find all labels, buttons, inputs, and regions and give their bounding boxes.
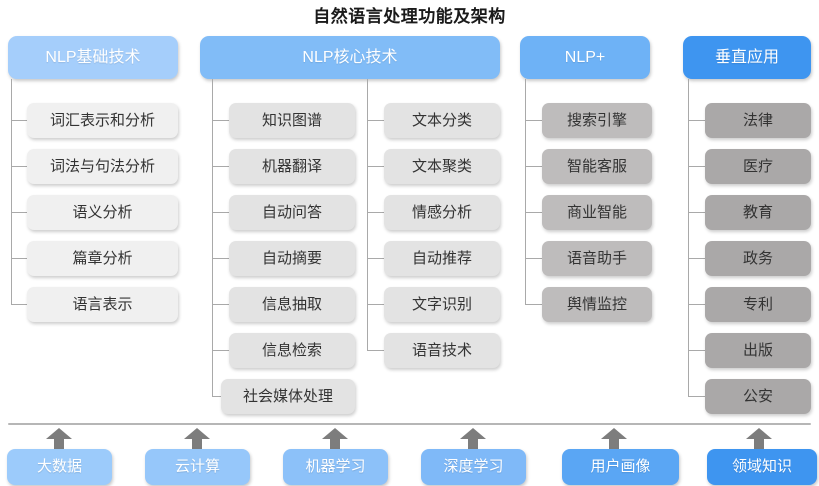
connector-stub	[367, 212, 384, 213]
connector-stub	[688, 258, 705, 259]
item-box[interactable]: 社会媒体处理	[221, 379, 355, 414]
item-box[interactable]: 文本分类	[384, 103, 500, 138]
item-box[interactable]: 语义分析	[27, 195, 178, 230]
connector-stub	[212, 212, 229, 213]
up-arrow-icon	[322, 428, 348, 450]
connector-stub	[688, 120, 705, 121]
connector-stub	[688, 350, 705, 351]
connector-stub	[212, 166, 229, 167]
item-box[interactable]: 商业智能	[542, 195, 652, 230]
item-box[interactable]: 文字识别	[384, 287, 500, 322]
connector-trunk-col3	[525, 79, 526, 304]
connector-trunk-col1	[11, 79, 12, 304]
connector-trunk-col2a	[212, 79, 213, 396]
item-box[interactable]: 自动问答	[229, 195, 355, 230]
connector-stub	[688, 396, 705, 397]
item-box[interactable]: 语音助手	[542, 241, 652, 276]
foundation-box[interactable]: 领域知识	[707, 449, 817, 485]
connector-stub	[11, 212, 27, 213]
item-box[interactable]: 篇章分析	[27, 241, 178, 276]
connector-stub	[525, 120, 542, 121]
connector-stub	[11, 304, 27, 305]
item-box[interactable]: 公安	[705, 379, 811, 414]
up-arrow-icon	[746, 428, 772, 450]
item-box[interactable]: 教育	[705, 195, 811, 230]
connector-stub	[688, 166, 705, 167]
item-box[interactable]: 法律	[705, 103, 811, 138]
connector-stub	[11, 166, 27, 167]
item-box[interactable]: 专利	[705, 287, 811, 322]
item-box[interactable]: 自动摘要	[229, 241, 355, 276]
foundation-box[interactable]: 机器学习	[283, 449, 388, 485]
connector-stub	[367, 120, 384, 121]
up-arrow-icon	[184, 428, 210, 450]
connector-stub	[367, 350, 384, 351]
up-arrow-icon	[601, 428, 627, 450]
connector-stub	[367, 304, 384, 305]
item-box[interactable]: 医疗	[705, 149, 811, 184]
up-arrow-icon	[460, 428, 486, 450]
item-box[interactable]: 自动推荐	[384, 241, 500, 276]
connector-stub	[212, 396, 221, 397]
item-box[interactable]: 语音技术	[384, 333, 500, 368]
foundation-box[interactable]: 深度学习	[421, 449, 526, 485]
connector-stub	[11, 120, 27, 121]
item-box[interactable]: 词法与句法分析	[27, 149, 178, 184]
item-box[interactable]: 政务	[705, 241, 811, 276]
page-title: 自然语言处理功能及架构	[313, 7, 506, 26]
connector-stub	[212, 120, 229, 121]
column-header-nlp-foundation[interactable]: NLP基础技术	[8, 36, 178, 79]
connector-stub	[367, 258, 384, 259]
connector-stub	[367, 166, 384, 167]
connector-trunk-col4	[688, 79, 689, 396]
foundation-box[interactable]: 用户画像	[562, 449, 679, 485]
connector-stub	[525, 258, 542, 259]
connector-stub	[212, 304, 229, 305]
connector-stub	[11, 258, 27, 259]
item-box[interactable]: 搜索引擎	[542, 103, 652, 138]
connector-trunk-col2b	[367, 79, 368, 350]
item-box[interactable]: 智能客服	[542, 149, 652, 184]
item-box[interactable]: 信息抽取	[229, 287, 355, 322]
column-header-nlp-plus[interactable]: NLP+	[520, 36, 650, 79]
item-box[interactable]: 语言表示	[27, 287, 178, 322]
item-box[interactable]: 舆情监控	[542, 287, 652, 322]
column-header-vertical-applications[interactable]: 垂直应用	[683, 36, 811, 79]
connector-stub	[688, 304, 705, 305]
item-box[interactable]: 机器翻译	[229, 149, 355, 184]
connector-stub	[688, 212, 705, 213]
connector-stub	[525, 166, 542, 167]
foundation-box[interactable]: 大数据	[7, 449, 112, 485]
foundation-box[interactable]: 云计算	[145, 449, 250, 485]
column-header-nlp-core[interactable]: NLP核心技术	[200, 36, 500, 79]
connector-stub	[212, 258, 229, 259]
foundation-baseline	[8, 423, 811, 425]
item-box[interactable]: 出版	[705, 333, 811, 368]
item-box[interactable]: 知识图谱	[229, 103, 355, 138]
connector-stub	[525, 212, 542, 213]
up-arrow-icon	[46, 428, 72, 450]
item-box[interactable]: 情感分析	[384, 195, 500, 230]
item-box[interactable]: 文本聚类	[384, 149, 500, 184]
item-box[interactable]: 词汇表示和分析	[27, 103, 178, 138]
item-box[interactable]: 信息检索	[229, 333, 355, 368]
connector-stub	[525, 304, 542, 305]
connector-stub	[212, 350, 229, 351]
